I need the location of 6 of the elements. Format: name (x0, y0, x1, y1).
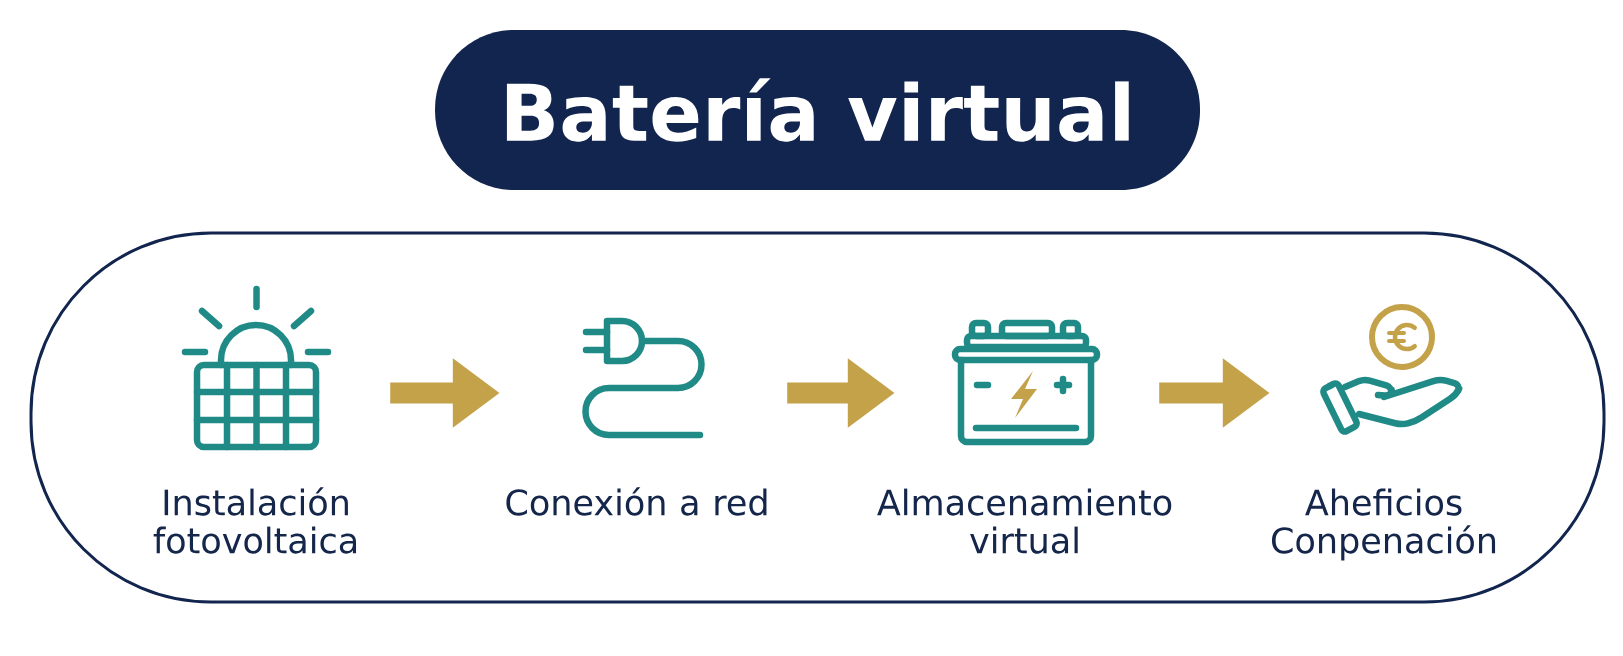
rounded-frame (29, 231, 1606, 604)
step-label: Almacenamiento virtual (877, 488, 1172, 554)
step-label: Instalación fotovoltaica (153, 487, 357, 554)
step-label: Conexión a red (506, 487, 767, 516)
title-pill: Batería virtual (435, 30, 1200, 190)
step-label: Aheficios Conpenación (1271, 488, 1496, 561)
